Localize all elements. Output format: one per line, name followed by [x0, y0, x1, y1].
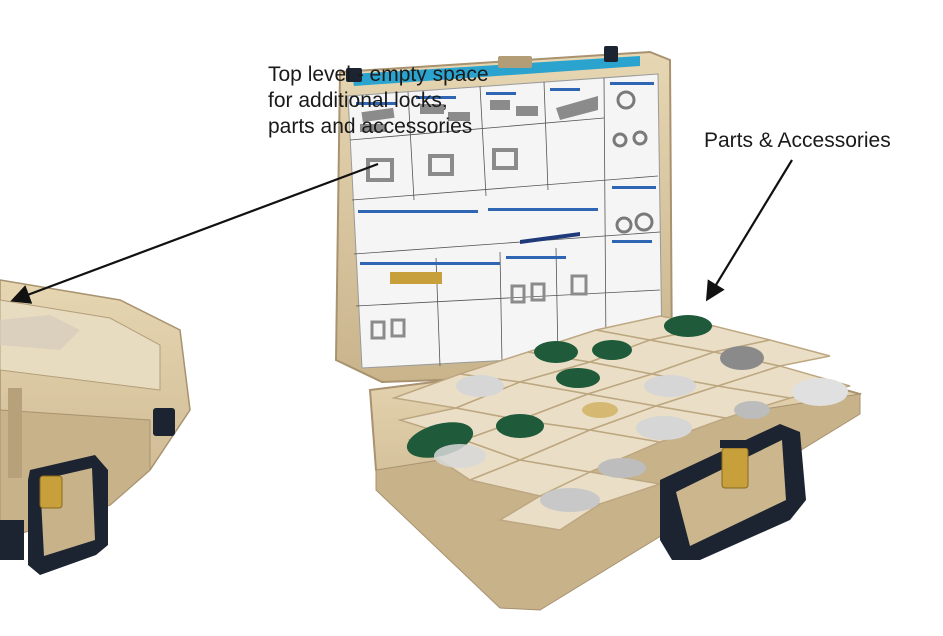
bagged-parts — [406, 315, 848, 512]
open-case — [334, 46, 862, 611]
top-level-annotation: Top level - empty space for additional l… — [268, 62, 568, 140]
top-level-line-3: parts and accessories — [268, 115, 473, 138]
front-latch — [721, 447, 749, 489]
top-level-line-2: for additional locks, — [268, 89, 448, 112]
case-handle — [660, 424, 806, 560]
top-level-line-1: Top level - empty space — [268, 63, 489, 86]
arrow-top-level — [10, 162, 379, 304]
parts-chart — [347, 73, 663, 369]
parts-accessories-annotation: Parts & Accessories — [704, 129, 891, 152]
left-case-closed — [0, 279, 191, 575]
arrow-parts — [705, 159, 793, 302]
